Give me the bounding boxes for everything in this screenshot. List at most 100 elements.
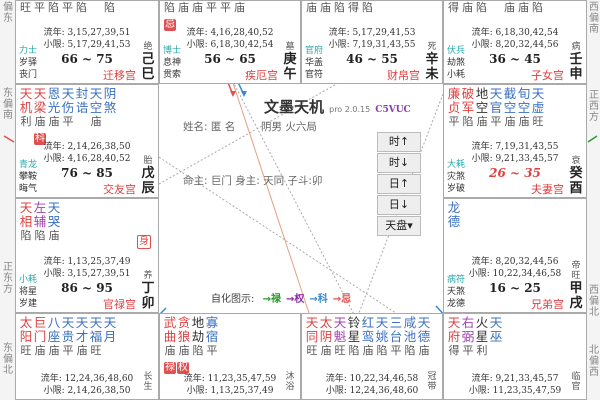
xiaoxian-years: 小限: 12,24,36,48,60 — [325, 386, 419, 396]
direction-label: 东偏南 — [3, 88, 13, 121]
xiaoxian-years: 小限: 1,13,25,37,49 — [186, 386, 274, 396]
palace-name[interactable]: 迁移宫 — [103, 69, 136, 82]
app-title: 文墨天机 — [264, 98, 325, 116]
star-3: 天官平 — [489, 87, 503, 129]
star-4: 封诰 — [75, 87, 89, 129]
day-up-button[interactable]: 日↑ — [377, 174, 421, 194]
star-name: 天府 — [447, 315, 461, 344]
star-6: 天虚旺 — [531, 87, 545, 129]
legend-item: →权 — [285, 294, 305, 305]
star-name: 武曲 — [163, 315, 177, 344]
star-4: 红鸾庙 — [361, 316, 375, 358]
star-7: 咸池陷 — [403, 316, 417, 358]
xiaoxian-years: 小限: 3,15,27,39,51 — [43, 269, 131, 279]
star-name: 天福 — [89, 315, 103, 344]
life-phase: 胎 — [143, 156, 153, 166]
palace-god: 攀鞍 — [19, 172, 38, 182]
legend-item: →禄 — [262, 294, 281, 305]
palace-god: 小耗 — [19, 275, 38, 285]
heavenly-stem: 癸 — [569, 166, 583, 181]
palace-name[interactable]: 交友宫 — [103, 183, 136, 196]
star-brightness: 陷 — [348, 344, 360, 357]
palace-god: 天煞 — [447, 287, 466, 297]
transform-badges: 忌 — [164, 16, 177, 31]
heavenly-stem: 壬 — [569, 52, 583, 67]
star-brightness: 陷 — [462, 115, 474, 128]
star-list: 天相陷左辅陷天哭庙 — [19, 201, 61, 243]
transform-badge: 科 — [34, 133, 46, 145]
star-name: 火星 — [475, 315, 489, 344]
palace-god: 劫煞 — [447, 58, 466, 68]
palace-name[interactable]: 子女宫 — [531, 69, 564, 82]
star-brightness: 庙 — [164, 344, 176, 357]
palace-cell[interactable]: 天同旺太阴庙天魁旺铃星陷红鸾庙天姚陷三台平咸池陷天德庙流年: 10,22,34,… — [301, 313, 443, 400]
star-brightness: 旺 — [532, 115, 544, 128]
heavenly-stem: 丁 — [141, 281, 155, 296]
star-list: 天同旺太阴庙天魁旺铃星陷红鸾庙天姚陷三台平咸池陷天德庙 — [305, 316, 431, 358]
star-8: 天德庙 — [417, 316, 431, 358]
transform-badges: 科 — [34, 130, 47, 145]
star-0: 太阳旺 — [19, 316, 33, 358]
palace-name[interactable]: 官禄宫 — [103, 298, 136, 311]
liunian-years: 流年: 6,18,30,42,54 — [471, 28, 559, 38]
hour-down-button[interactable]: 时↓ — [377, 153, 421, 173]
star-3: 天巫 — [489, 316, 503, 358]
star-brightness: 旺 — [20, 344, 32, 357]
star-brightness: 庙 — [76, 344, 88, 357]
palace-god: 岁建 — [19, 299, 38, 309]
palace-god: 大耗 — [447, 160, 466, 170]
xiaoxian-years: 小限: 8,20,32,44,56 — [471, 40, 559, 50]
star-2: 火星利 — [475, 316, 489, 358]
xiaoxian-years: 小限: 11,23,35,47,59 — [468, 386, 562, 396]
star-brightness: 庙 — [320, 344, 332, 357]
day-down-button[interactable]: 日↓ — [377, 195, 421, 215]
earthly-branch: 卯 — [141, 296, 155, 311]
chart-type-dropdown[interactable]: 天盘▾ — [377, 216, 421, 236]
star-name: 截空 — [503, 86, 517, 115]
app-version: pro 2.0.15 — [329, 105, 371, 114]
star-name: 天德 — [417, 315, 431, 344]
star-brightness: 旺 — [90, 344, 102, 357]
heavenly-stem: 戊 — [141, 166, 155, 181]
decade-range: 86 ~ 95 — [61, 281, 113, 295]
hour-up-button[interactable]: 时↑ — [377, 132, 421, 152]
liunian-years: 流年: 7,19,31,43,55 — [471, 142, 559, 152]
liunian-years: 流年: 9,21,33,45,57 — [471, 374, 559, 384]
direction-label: 正东方 — [3, 262, 13, 295]
star-0: 廉贞平 — [447, 87, 461, 129]
star-brightness: 平 — [490, 115, 502, 128]
star-name: 三台 — [389, 315, 403, 344]
star-6: 阴煞 — [103, 87, 117, 129]
liunian-years: 流年: 2,14,26,38,50 — [43, 142, 131, 152]
star-brightness: 庙 — [504, 115, 516, 128]
palace-name[interactable]: 疾厄宫 — [245, 69, 278, 82]
star-1: 贪狼庙 — [177, 316, 191, 358]
legend-item: →忌 — [332, 294, 352, 305]
palace-name[interactable]: 夫妻宫 — [531, 183, 564, 196]
palace-god: 龙德 — [447, 299, 466, 309]
liunian-years: 流年: 3,15,27,39,51 — [43, 28, 131, 38]
star-0: 天机利 — [19, 87, 33, 129]
star-brightness: 平 — [448, 115, 460, 128]
liunian-years: 流年: 11,23,35,47,59 — [183, 374, 277, 384]
star-brightness: 庙 — [48, 344, 60, 357]
direction-label: 东偏北 — [3, 343, 13, 376]
palace-name[interactable]: 兄弟宫 — [531, 298, 564, 311]
earthly-branch: 申 — [569, 67, 583, 82]
star-6: 三台平 — [389, 316, 403, 358]
life-phase: 长生 — [143, 372, 153, 392]
star-name: 贪狼 — [177, 315, 191, 344]
life-phase: 死 — [427, 42, 437, 52]
palace-name[interactable]: 财帛宫 — [387, 69, 420, 82]
